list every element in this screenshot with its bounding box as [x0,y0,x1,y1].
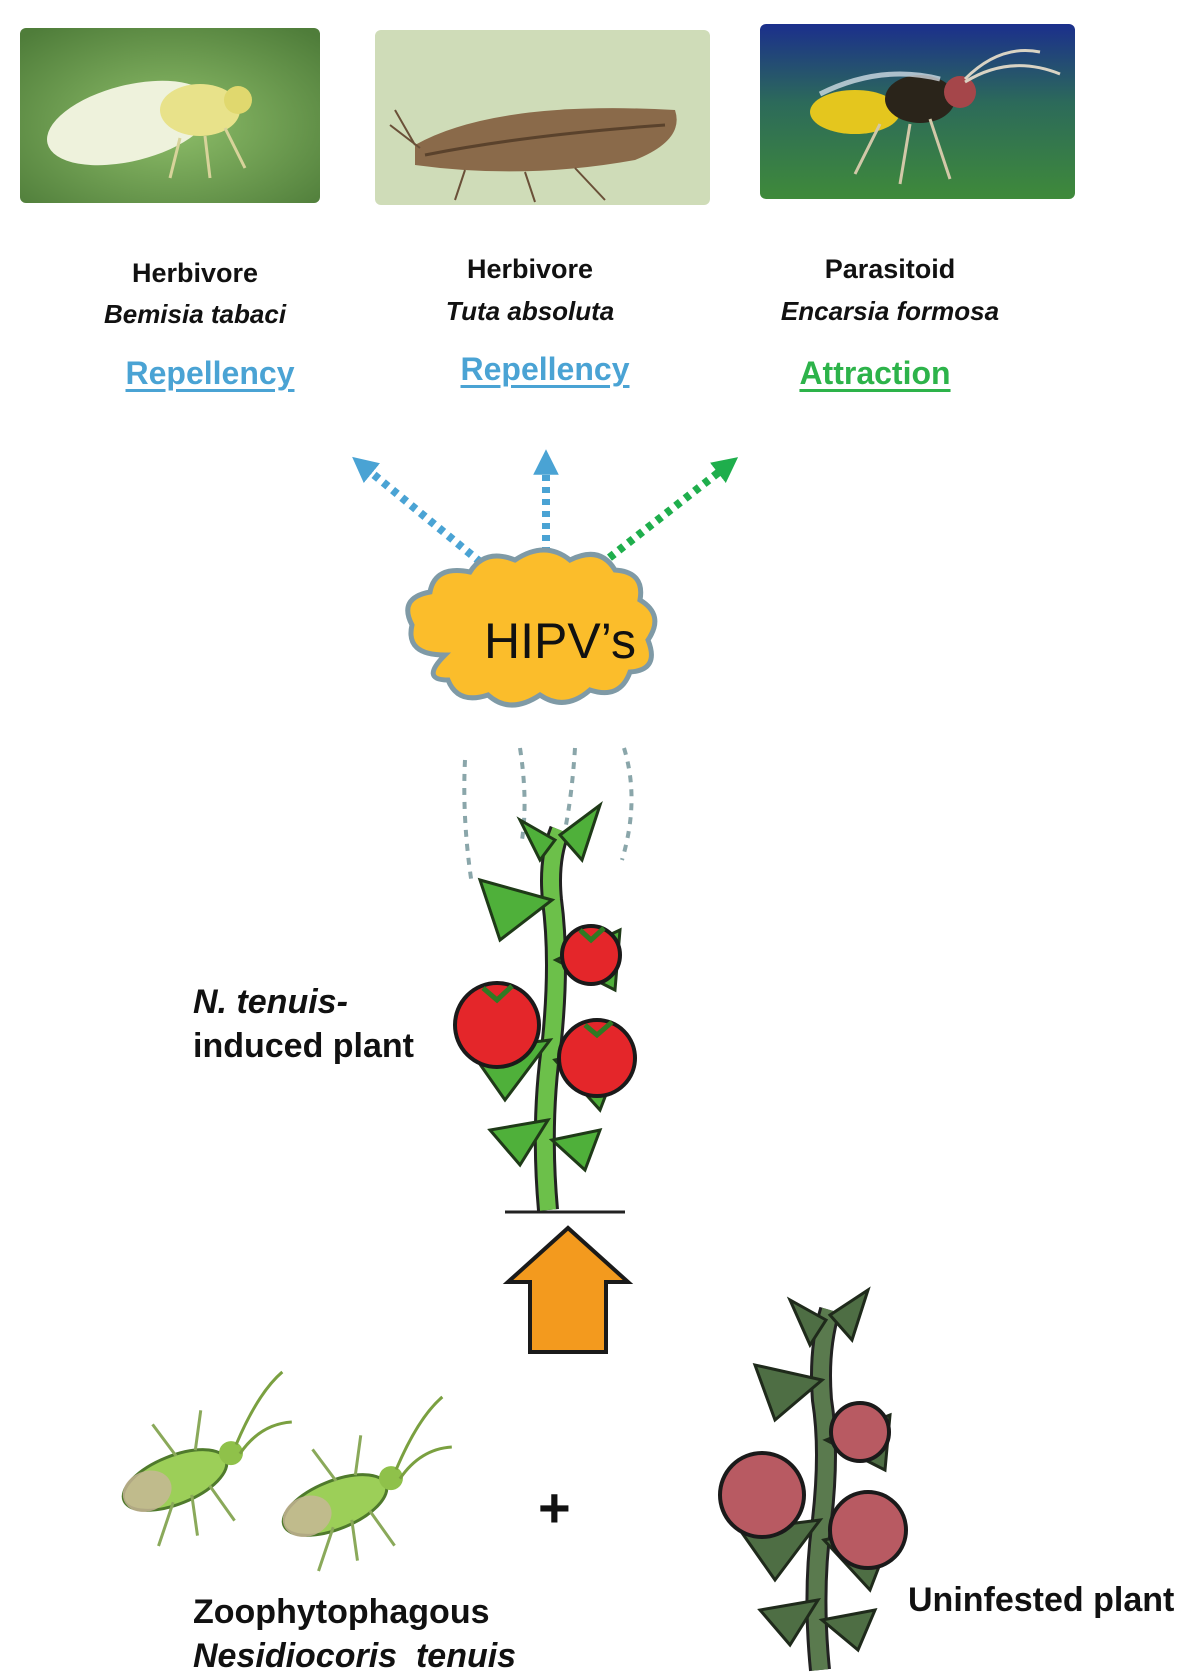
moth-photo [375,30,710,205]
whitefly-photo [20,28,320,203]
organism-role-2: Herbivore [466,254,594,284]
organism-species-1: Bemisia tabaci [103,299,287,329]
whitefly-icon [20,28,320,203]
predator-label-line2: Nesidiocoris tenuis [193,1637,517,1675]
organism-role-1: Herbivore [131,258,259,288]
induced-plant-label-line2: induced plant [193,1027,414,1065]
hipv-label: HIPV’s [484,613,636,669]
arrow-to-encarsia [597,457,739,569]
organism-effect-2: Repellency [460,351,630,387]
organism-species-3: Encarsia formosa [780,296,1000,326]
induced-plant-label-line1: N. tenuis- [193,983,348,1021]
hipv-cloud [405,547,658,708]
uninfested-plant-label: Uninfested plant [908,1581,1175,1619]
wasp-icon [760,24,1075,199]
nesidiocoris-bugs [121,1370,452,1572]
organism-role-3: Parasitoid [824,254,956,284]
plus-sign: + [538,1476,571,1539]
induced-plant-label: N. tenuis- induced plant [193,980,414,1068]
wasp-photo [760,24,1075,199]
predator-label: Zoophytophagous Nesidiocoris tenuis [193,1590,516,1678]
uninfested-tomato-plant [718,1286,908,1672]
organism-effect-3: Attraction [799,355,951,391]
induced-tomato-plant [453,800,637,1214]
arrow-to-bemisia [352,456,493,574]
moth-icon [375,30,710,205]
induction-up-arrow [502,1225,634,1354]
predator-label-line1: Zoophytophagous [193,1593,490,1631]
organism-species-2: Tuta absoluta [445,296,615,326]
organism-effect-1: Repellency [125,355,295,391]
volatile-lines [462,747,634,886]
